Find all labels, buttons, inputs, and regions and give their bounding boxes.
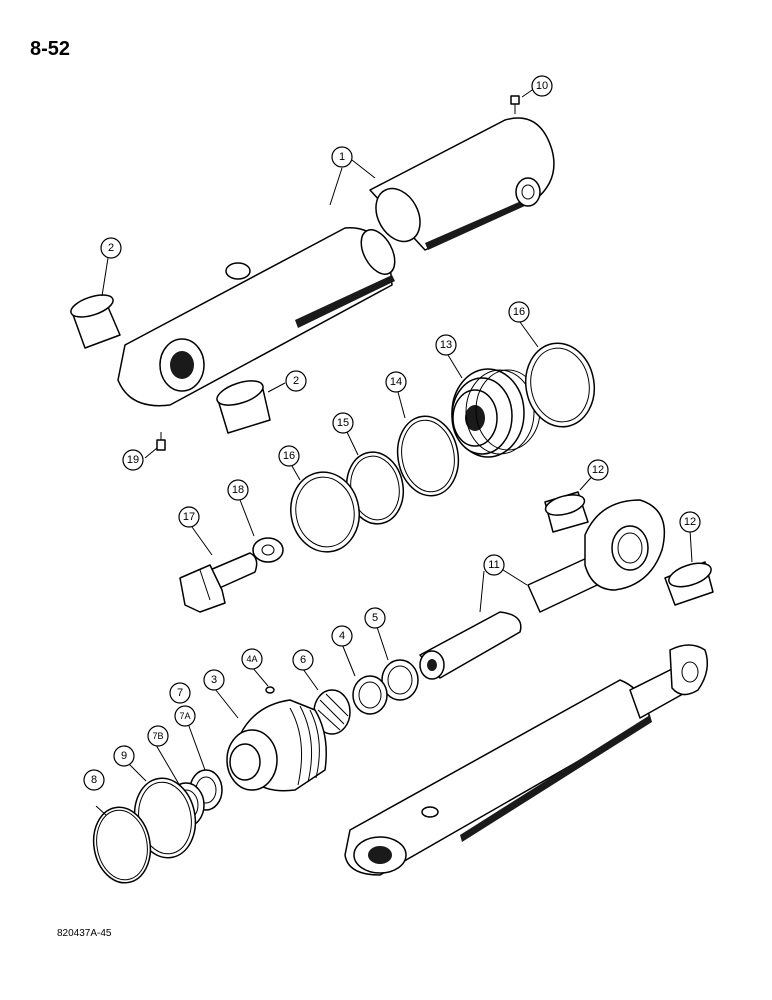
- callout-15: 15: [332, 412, 354, 434]
- grease-fitting-19: [156, 432, 166, 451]
- svg-text:11: 11: [488, 559, 499, 571]
- callout-7: 7: [169, 682, 191, 704]
- bolt: [179, 552, 258, 613]
- svg-text:7: 7: [177, 687, 183, 699]
- callout-17: 17: [178, 506, 200, 528]
- washer: [252, 537, 284, 563]
- rod-seal-5: [381, 659, 419, 701]
- rod-seal-4: [352, 675, 388, 715]
- callout-1: 1: [331, 146, 353, 168]
- svg-text:18: 18: [232, 484, 244, 496]
- svg-text:2: 2: [293, 375, 299, 387]
- callout-19: 19: [122, 449, 144, 471]
- callout-13: 13: [435, 334, 457, 356]
- svg-text:12: 12: [592, 464, 604, 476]
- cylinder-barrel-rear: [369, 117, 555, 251]
- svg-text:13: 13: [440, 339, 452, 351]
- svg-text:1: 1: [339, 151, 345, 163]
- assembled-cylinder: [344, 644, 709, 876]
- callout-3: 3: [203, 669, 225, 691]
- callout-11: 11: [483, 554, 505, 576]
- svg-text:8: 8: [91, 774, 97, 786]
- wear-ring-16-lower: [290, 471, 360, 553]
- callout-12-lower: 12: [679, 511, 701, 533]
- callout-8: 8: [83, 769, 105, 791]
- piston-rod: [419, 499, 666, 680]
- wear-ring-16-upper: [524, 342, 596, 428]
- svg-text:2: 2: [108, 242, 114, 254]
- callout-4: 4: [331, 625, 353, 647]
- svg-text:7A: 7A: [179, 711, 190, 721]
- seal-14: [396, 415, 460, 497]
- wiper-6: [313, 689, 351, 735]
- svg-text:16: 16: [283, 450, 295, 462]
- callout-10: 10: [531, 75, 553, 97]
- grease-fitting-10: [510, 95, 520, 114]
- callout-16-lower: 16: [278, 445, 300, 467]
- callout-18: 18: [227, 479, 249, 501]
- page-number: 8-52: [30, 38, 71, 60]
- svg-text:4A: 4A: [246, 654, 257, 664]
- svg-text:15: 15: [337, 417, 349, 429]
- figure-code: 820437A-45: [57, 928, 112, 939]
- cylinder-barrel-front: [117, 227, 396, 407]
- callout-7a: 7A: [174, 705, 196, 727]
- callout-16-upper: 16: [508, 301, 530, 323]
- svg-text:4: 4: [339, 630, 345, 642]
- piston: [451, 368, 541, 458]
- callout-2-upper: 2: [100, 237, 122, 259]
- callout-5: 5: [364, 607, 386, 629]
- svg-text:19: 19: [127, 454, 139, 466]
- svg-text:9: 9: [121, 750, 127, 762]
- callout-9: 9: [113, 745, 135, 767]
- bushing-upper: [70, 294, 121, 349]
- callout-6: 6: [292, 649, 314, 671]
- svg-text:3: 3: [211, 674, 217, 686]
- svg-text:12: 12: [684, 516, 696, 528]
- leader-lines: [95, 87, 693, 816]
- callout-14: 14: [385, 371, 407, 393]
- svg-text:7B: 7B: [152, 731, 163, 741]
- callout-12-upper: 12: [587, 459, 609, 481]
- rod-bushing-lower: [664, 561, 714, 606]
- o-ring-8: [92, 806, 152, 884]
- callout-2-lower: 2: [285, 370, 307, 392]
- svg-text:17: 17: [183, 511, 195, 523]
- bushing-lower: [216, 380, 271, 434]
- svg-text:5: 5: [372, 612, 378, 624]
- svg-text:6: 6: [300, 654, 306, 666]
- gland: [226, 686, 327, 792]
- svg-text:16: 16: [513, 306, 525, 318]
- svg-text:10: 10: [536, 80, 548, 92]
- callout-7b: 7B: [147, 725, 169, 747]
- rod-bushing-upper: [544, 491, 589, 533]
- svg-text:14: 14: [390, 376, 402, 388]
- callout-4a: 4A: [241, 648, 263, 670]
